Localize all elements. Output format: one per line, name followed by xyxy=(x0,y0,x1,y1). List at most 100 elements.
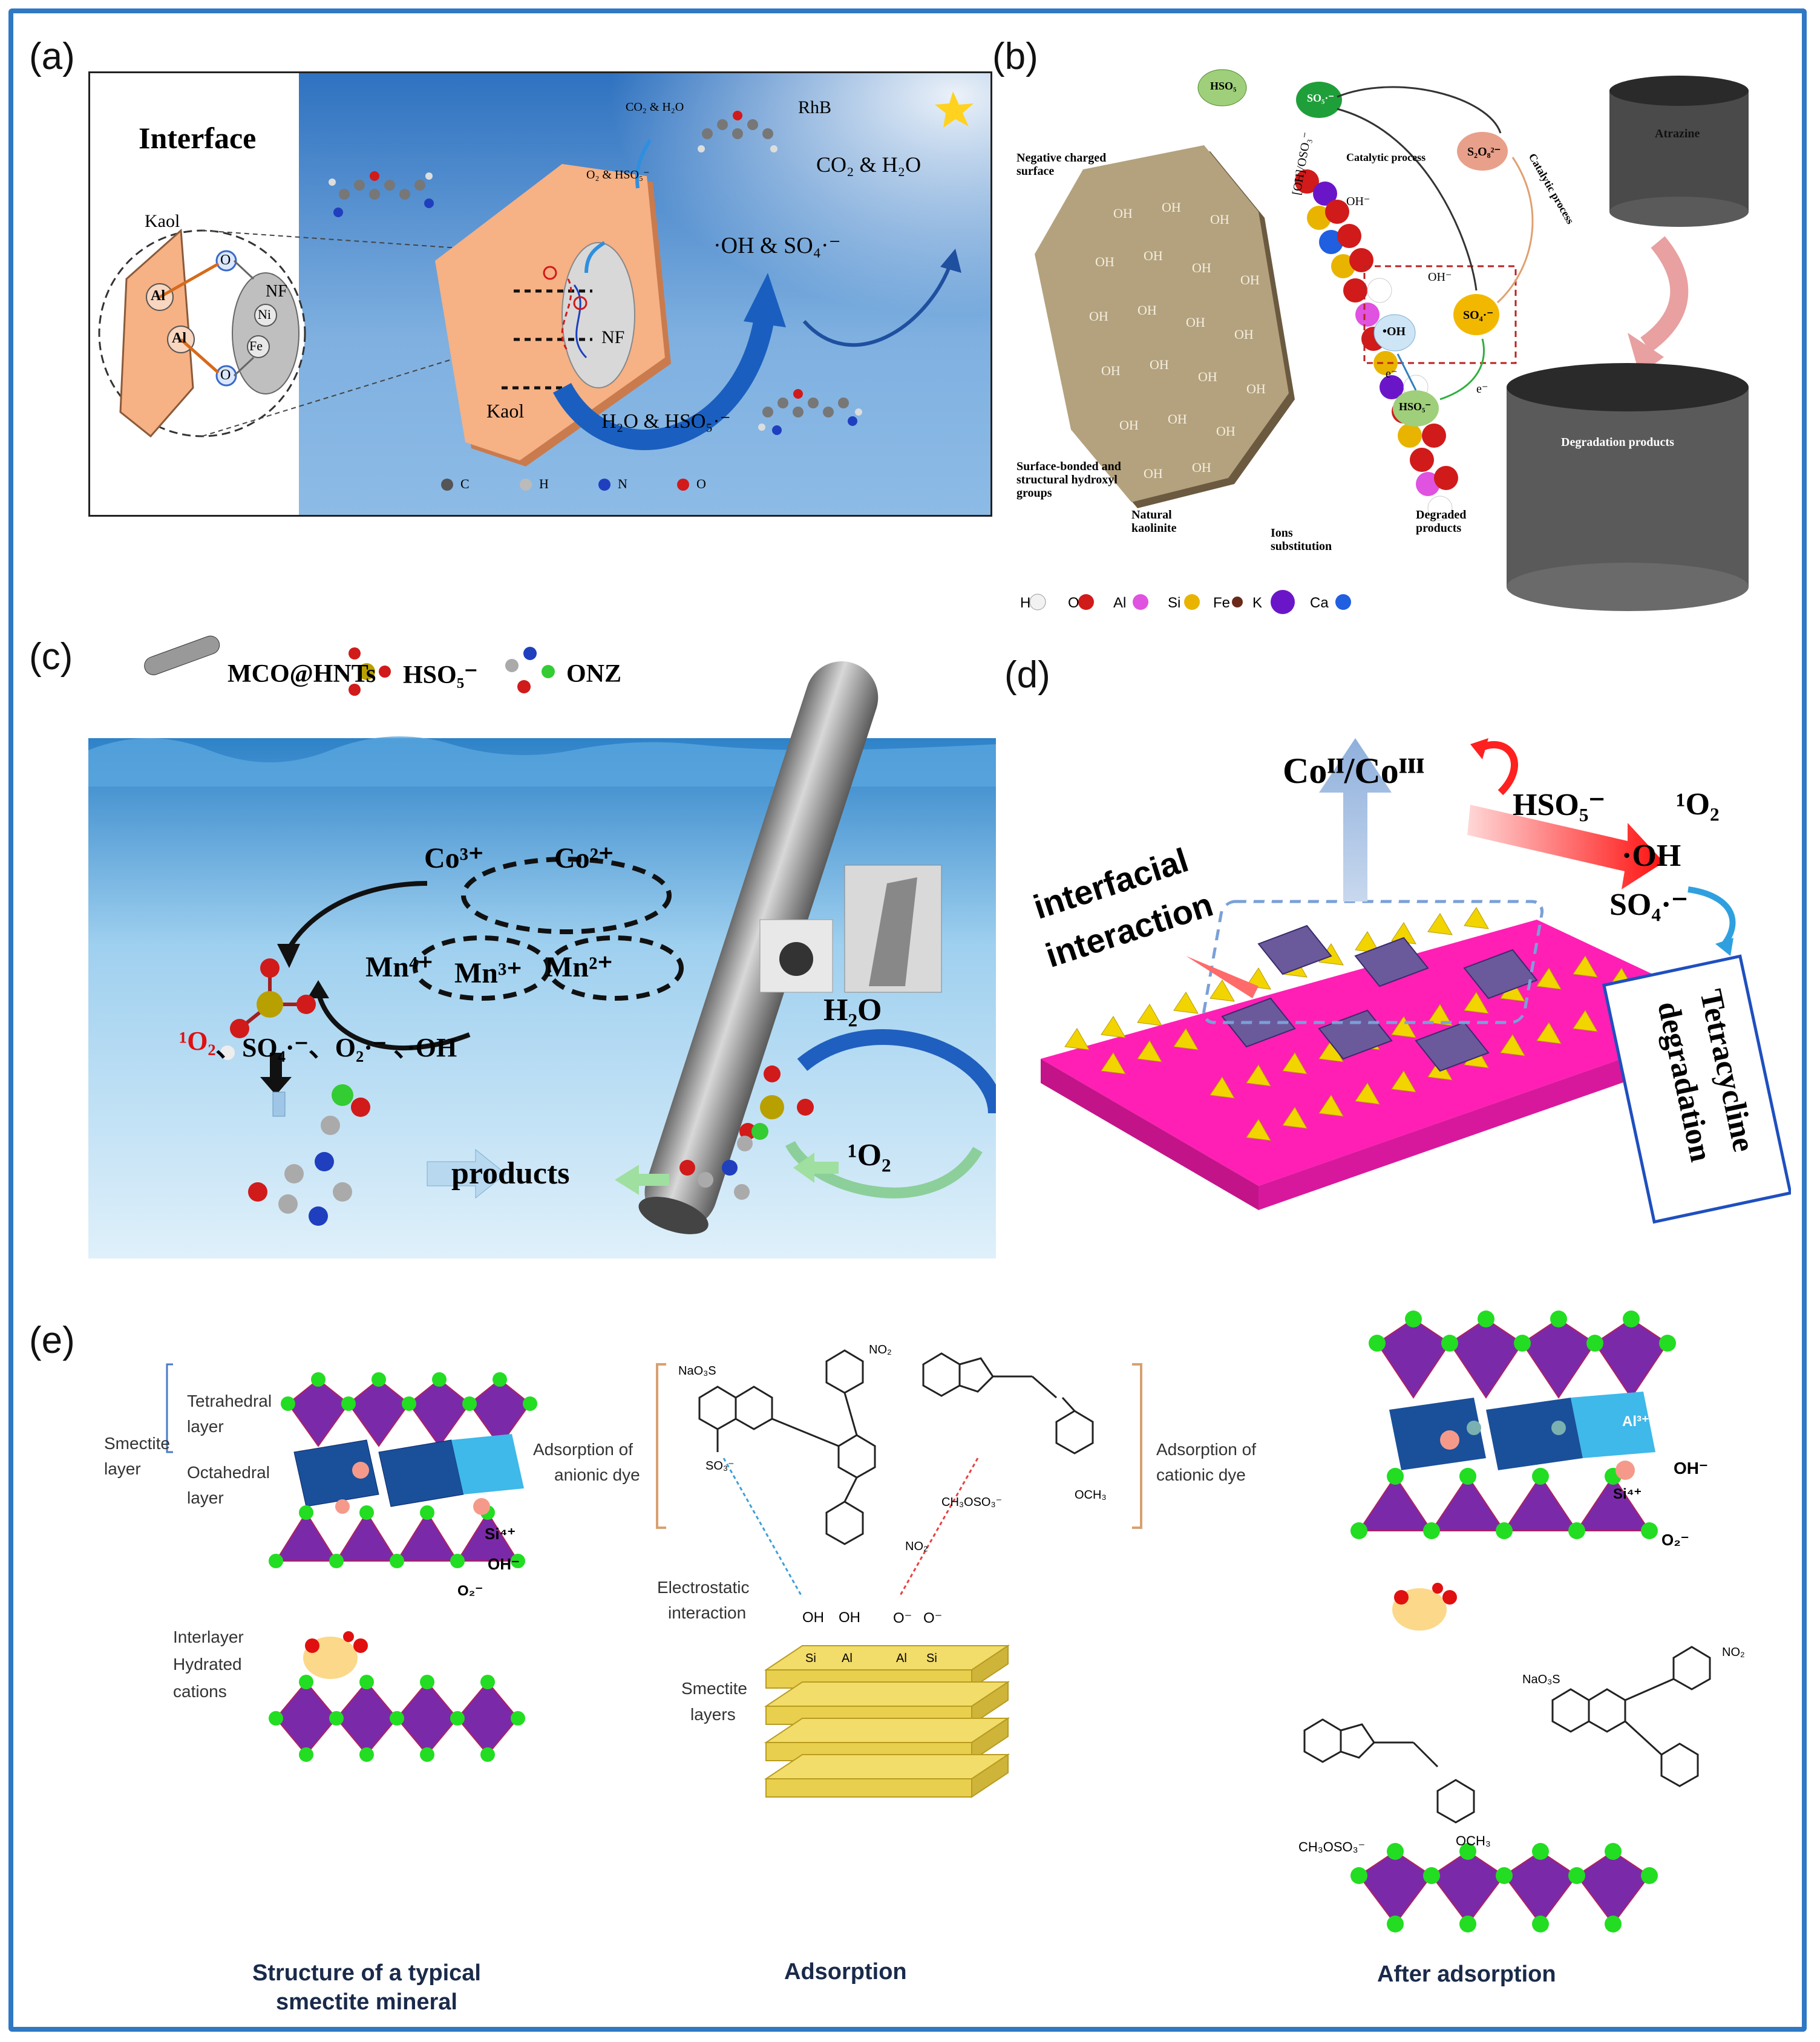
legend-n-dot xyxy=(598,479,610,491)
panel-b-label: (b) xyxy=(992,36,1038,77)
surface-bonded-label: Surface-bonded and structural hydroxyl g… xyxy=(1016,460,1121,500)
svg-text:OH: OH xyxy=(1144,466,1163,481)
nf-particle xyxy=(561,242,635,388)
legend-o-label-b: O xyxy=(1068,595,1079,611)
hydrated-cation xyxy=(303,1631,368,1679)
water-background xyxy=(88,738,996,1258)
magenta-octahedral-sheet xyxy=(1041,920,1743,1186)
onz-molecule-left xyxy=(248,1084,370,1226)
tetrahedral-label: Tetrahedral xyxy=(187,1392,272,1410)
panel-c: MCO@HNTs HSO₅⁻ ONZ Co³⁺ Co²⁺ Mn⁴⁺ Mn³⁺ M… xyxy=(88,629,996,1258)
legend-c-label: C xyxy=(460,476,470,491)
adsorption-cationic-1: Adsorption of xyxy=(1156,1440,1256,1459)
legend-n-label: N xyxy=(618,476,627,491)
o2-hso5-label: O₂ & HSO₅⁻ xyxy=(586,168,650,182)
ch3oso3-label-right: CH₃OSO₃⁻ xyxy=(1298,1839,1366,1854)
smectite-layers-label-1: Smectite xyxy=(681,1679,747,1698)
ch3oso3-label-mid: CH₃OSO₃⁻ xyxy=(941,1496,1003,1509)
no2-label-right: NO₂ xyxy=(1722,1646,1745,1659)
hso5-bottom-label: HSO₅⁻ xyxy=(1399,401,1431,413)
fe-label: Fe xyxy=(249,338,263,353)
o2-minus-right: O₂⁻ xyxy=(1661,1531,1689,1549)
svg-text:OH: OH xyxy=(1089,309,1108,324)
kaol-plate xyxy=(435,164,665,460)
surface-group-2: OH xyxy=(839,1609,860,1626)
octahedral-label: Octahedral xyxy=(187,1463,270,1482)
cations-label: cations xyxy=(173,1682,227,1701)
legend-o-dot xyxy=(677,479,689,491)
legend-si-label-b: Si xyxy=(1168,595,1181,611)
anionic-bracket xyxy=(656,1363,666,1529)
legend-o-label: O xyxy=(696,476,706,491)
onz-label: ONZ xyxy=(566,660,622,688)
so5-label: SO₅·⁻ xyxy=(1307,92,1334,104)
co-cycle xyxy=(461,857,672,934)
hydrated-cation-right xyxy=(1392,1583,1457,1631)
surface-atom-4: Si xyxy=(926,1652,937,1665)
svg-text:OH: OH xyxy=(1192,260,1211,275)
after-adsorption-structure xyxy=(1350,1311,1676,1539)
o2-minus-left: O₂⁻ xyxy=(457,1583,483,1599)
al-label-2: Al xyxy=(172,330,186,346)
onz-molecule-right xyxy=(679,1123,768,1200)
al3-label: Al³⁺ xyxy=(1622,1413,1649,1430)
h2o-label: H₂O xyxy=(823,993,882,1027)
e-minus-1: e⁻ xyxy=(1386,367,1398,381)
svg-text:OH: OH xyxy=(1246,381,1266,396)
s2o8-label: S₂O₈²⁻ xyxy=(1467,145,1501,159)
panel-c-label: (c) xyxy=(29,636,73,678)
svg-text:OH: OH xyxy=(1168,411,1187,427)
panel-a-label: (a) xyxy=(29,36,75,77)
caption-adsorption: Adsorption xyxy=(784,1959,907,1985)
co2-h2o-label: CO₂ & H₂O xyxy=(816,152,921,177)
hso5-label: HSO₅⁻ xyxy=(403,661,478,689)
electrostatic-line-cationic xyxy=(898,1458,979,1598)
ion-lattice xyxy=(1295,169,1458,521)
adsorption-cationic-2: cationic dye xyxy=(1156,1465,1246,1484)
oh-minus-2: OH⁻ xyxy=(1428,270,1452,284)
panel-d-label: (d) xyxy=(1004,654,1050,696)
svg-text:OH: OH xyxy=(1234,327,1254,342)
co-redox-arrow xyxy=(1474,741,1518,796)
oh-radical-label: •OH xyxy=(1383,325,1406,338)
svg-text:OH: OH xyxy=(1113,206,1133,221)
panel-d: Coᴵᴵ/Coᴵᴵᴵ HSO₅⁻ ¹O₂ ·OH SO₄·⁻ interfaci… xyxy=(1004,702,1791,1246)
interfacial-arrow xyxy=(1186,956,1259,998)
electrostatic-label-1: Electrostatic xyxy=(657,1578,750,1597)
atrazine-vessel xyxy=(1609,76,1749,227)
smectite-structure xyxy=(269,1372,537,1568)
panel-e-label: (e) xyxy=(29,1320,75,1361)
surface-group-4: O⁻ xyxy=(923,1610,943,1626)
up-arrow xyxy=(1319,738,1392,902)
smectite-layers-label-2: layers xyxy=(690,1705,736,1724)
legend-h-dot xyxy=(520,479,532,491)
svg-text:OH: OH xyxy=(1186,315,1205,330)
hso5-icon xyxy=(349,647,391,696)
e-minus-2: e⁻ xyxy=(1476,382,1488,396)
so4-radical-label: SO₄·⁻ xyxy=(1463,309,1493,322)
legend-al-dot-b xyxy=(1133,594,1148,610)
nao3s-label-mid: NaO₃S xyxy=(678,1364,716,1378)
panel-c-drawing xyxy=(88,635,996,1258)
degradation-products-label: Degradation products xyxy=(1561,436,1674,449)
caption-after-adsorption: After adsorption xyxy=(1377,1962,1556,1987)
co3-label: Co³⁺ xyxy=(424,842,484,874)
interlayer-label: Interlayer xyxy=(173,1628,244,1646)
legend-fe-label-b: Fe xyxy=(1213,595,1231,611)
red-arrow xyxy=(1467,805,1664,889)
svg-text:OH: OH xyxy=(1138,303,1157,318)
legend-k-dot-b xyxy=(1271,590,1295,614)
after-adsorption-bottom-layer xyxy=(1358,1850,1651,1925)
surface-group-3: O⁻ xyxy=(893,1610,912,1626)
arrow-to-products-left xyxy=(427,1148,506,1199)
oh-minus-1: OH⁻ xyxy=(1346,195,1370,208)
hso5-bottom-oval xyxy=(1393,390,1439,427)
degradation-vessel xyxy=(1507,363,1749,611)
panel-a: Interface Kaol Al Al O O NF Ni Fe CO₂ & … xyxy=(88,71,992,517)
reactive-species-label: 、SO₄·⁻、O₂·⁻ 、·OH xyxy=(215,1033,457,1062)
oh-radical-d: ·OH xyxy=(1622,839,1681,873)
oh-radical-oval xyxy=(1373,314,1416,352)
so4-radical-oval xyxy=(1453,294,1499,335)
legend-si-dot-b xyxy=(1184,594,1200,610)
